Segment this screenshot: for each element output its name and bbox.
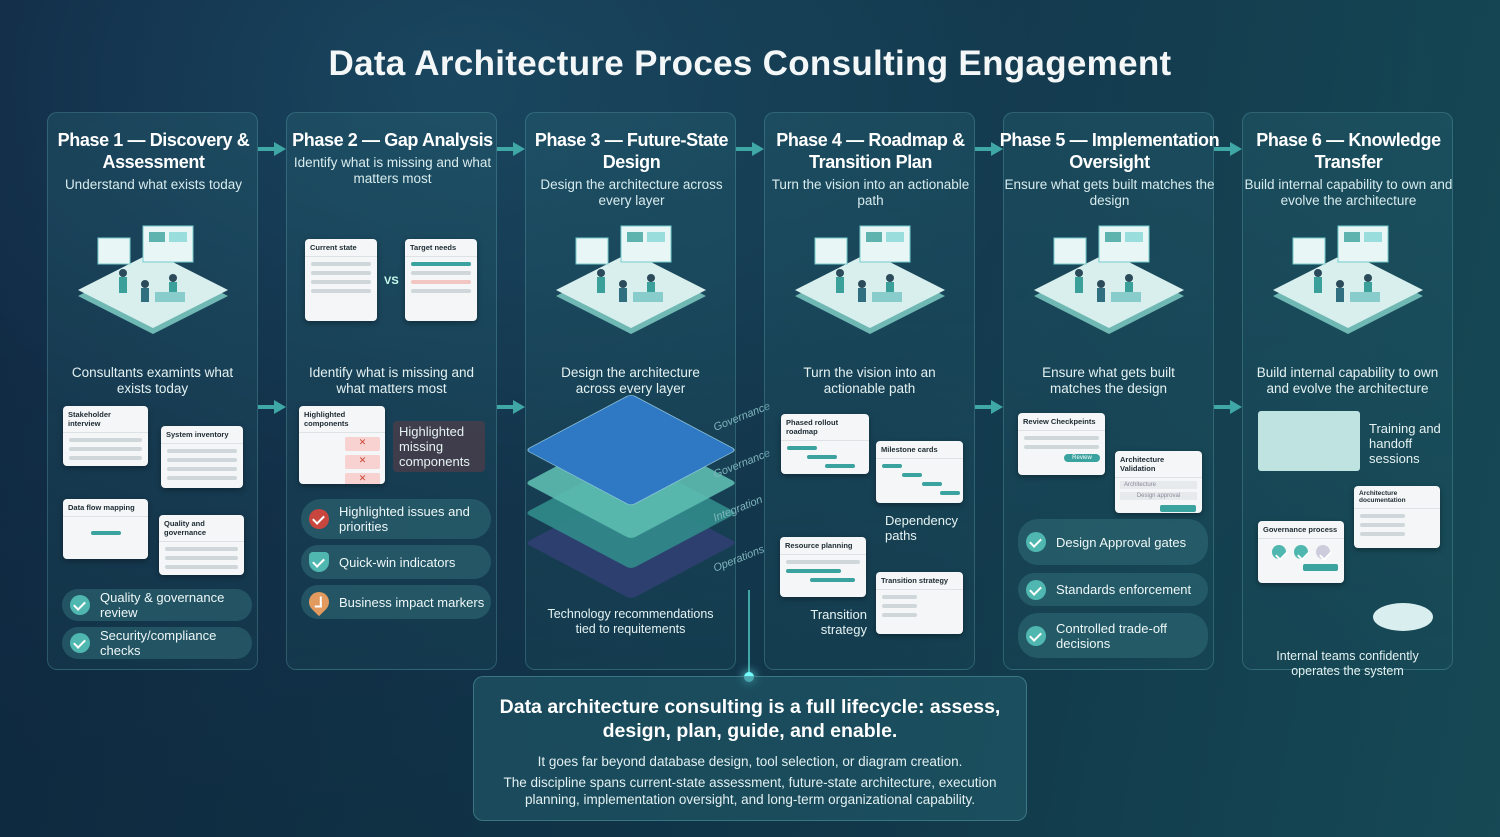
milestone-cards-card: Milestone cards [876,441,963,503]
resource-planning-card: Resource planning [780,537,866,597]
pill-standards: Standards enforcement [1018,573,1208,606]
phase-6-panel: Phase 6 — Knowledge Transfer Build inter… [1242,112,1453,678]
phase-subtitle: Ensure what gets built matches the desig… [1004,177,1215,208]
pill-quick-win: Quick-win indicators [301,545,491,579]
alert-icon [309,509,329,529]
data-flow-mapping-card: Data flow mapping [63,499,148,559]
phase-caption: Design the architecture across every lay… [561,365,700,396]
summary-line-2: The discipline spans current-state asses… [503,775,997,807]
quality-governance-card: Quality and governance [159,515,244,575]
phase-title: Phase 6 — Knowledge Transfer [1256,130,1441,172]
team-workspace-illustration [73,218,233,338]
phase-title: Phase 5 — Implementation Oversight [999,130,1220,172]
vs-label: VS [384,275,399,287]
meeting-table-illustration [1373,603,1433,631]
location-pin-icon [304,587,334,617]
phase-header: Phase 4 — Roadmap & Transition Plan Turn… [755,129,986,209]
pill-issues-priorities: Highlighted issues and priorities [301,499,491,539]
phase-caption: Build internal capability to own and evo… [1256,365,1439,396]
page-title: Data Architecture Proces Consulting Enga… [328,44,1172,83]
phase-caption: Ensure what gets built matches the desig… [1042,365,1175,396]
dependency-paths-label: Dependency paths [885,513,958,543]
architecture-documentation-card: Architecture documentation [1354,486,1440,548]
missing-components-callout: Highlighted missing components [393,421,485,472]
phase-5-panel: Phase 5 — Implementation Oversight Ensur… [1000,112,1220,670]
phase-title: Phase 1 — Discovery & Assessment [57,130,250,172]
phase-3-panel: Phase 3 — Future-State Design Design the… [524,112,772,670]
arrow-icon [975,400,1003,414]
stakeholder-interview-card: Stakeholder interview [63,406,148,466]
check-icon [70,595,90,615]
phase-subtitle: Understand what exists today [64,177,243,192]
summary-line-1: It goes far beyond database design, tool… [537,754,963,769]
phased-rollout-card: Phased rollout roadmap [781,414,869,474]
target-needs-card: Target needs [405,239,477,321]
phase-subtitle: Design the architecture across every lay… [540,177,723,208]
pill-design-approval: Design Approval gates [1018,519,1208,565]
pill-security-compliance: Security/compliance checks [62,627,252,659]
current-state-card: Current state [305,239,377,321]
connector-line [748,590,750,676]
arrow-icon [497,400,525,414]
design-approval-field: Design approval [1120,492,1197,500]
phase-2-panel: Phase 2 — Gap Analysis Identify what is … [286,112,497,670]
phase-title: Phase 3 — Future-State Design [534,130,729,172]
training-session-image [1258,411,1360,471]
phase-title: Phase 2 — Gap Analysis [292,130,493,150]
architect-desk-illustration [551,218,711,338]
phase-footer: Technology recommendations tied to requi… [547,607,714,636]
phase-caption: Consultants examints what exists today [71,365,234,396]
knowledge-transfer-illustration [1268,218,1428,338]
arrow-icon [258,400,286,414]
governance-process-card: Governance process [1258,521,1344,583]
highlighted-components-card: Highlighted components✕✕✕ [299,406,385,484]
phase-title: Phase 4 — Roadmap & Transition Plan [776,130,965,172]
review-button[interactable]: Review [1064,454,1100,462]
summary-box: Data architecture consulting is a full l… [473,676,1027,821]
phase-subtitle: Turn the vision into an actionable path [771,177,970,208]
training-label: Training and handoff sessions [1369,421,1441,466]
arrow-icon [1214,142,1242,156]
check-icon [1026,532,1046,552]
phase-header: Phase 6 — Knowledge Transfer Build inter… [1233,129,1464,209]
phase-footer: Internal teams confidently operates the … [1276,649,1419,678]
pill-business-impact: Business impact markers [301,585,491,619]
phase-4-panel: Phase 4 — Roadmap & Transition Plan Turn… [764,112,975,670]
check-icon [1026,579,1046,600]
architecture-field: Architecture [1120,481,1197,489]
phase-header: Phase 1 — Discovery & Assessment Underst… [38,129,269,193]
check-icon [1026,625,1046,646]
phase-caption: Turn the vision into an actionable path [803,365,936,396]
arrow-icon [1214,400,1242,414]
transition-strategy-label: Transition strategy [810,607,867,637]
pill-quality-governance-review: Quality & governance review [62,589,252,621]
implementation-team-illustration [1029,218,1189,338]
phase-subtitle: Build internal capability to own and evo… [1244,177,1453,208]
arrow-icon [258,142,286,156]
check-icon [70,633,90,653]
roadmap-planning-illustration [790,218,950,338]
arrow-icon [497,142,525,156]
arrow-icon [975,142,1003,156]
shield-check-icon [309,552,329,572]
phase-header: Phase 2 — Gap Analysis Identify what is … [277,129,508,187]
phase-subtitle: Identify what is missing and what matter… [293,155,492,186]
phase-header: Phase 5 — Implementation Oversight Ensur… [994,129,1225,209]
transition-strategy-card: Transition strategy [876,572,963,634]
system-inventory-card: System inventory [161,426,243,488]
phase-caption: Identify what is missing and what matter… [308,365,475,396]
phase-1-panel: Phase 1 — Discovery & Assessment Underst… [47,112,258,670]
summary-headline: Data architecture consulting is a full l… [499,696,1001,742]
pill-tradeoff: Controlled trade-off decisions [1018,613,1208,658]
arrow-icon [736,142,764,156]
phase-header: Phase 3 — Future-State Design Design the… [516,129,747,209]
